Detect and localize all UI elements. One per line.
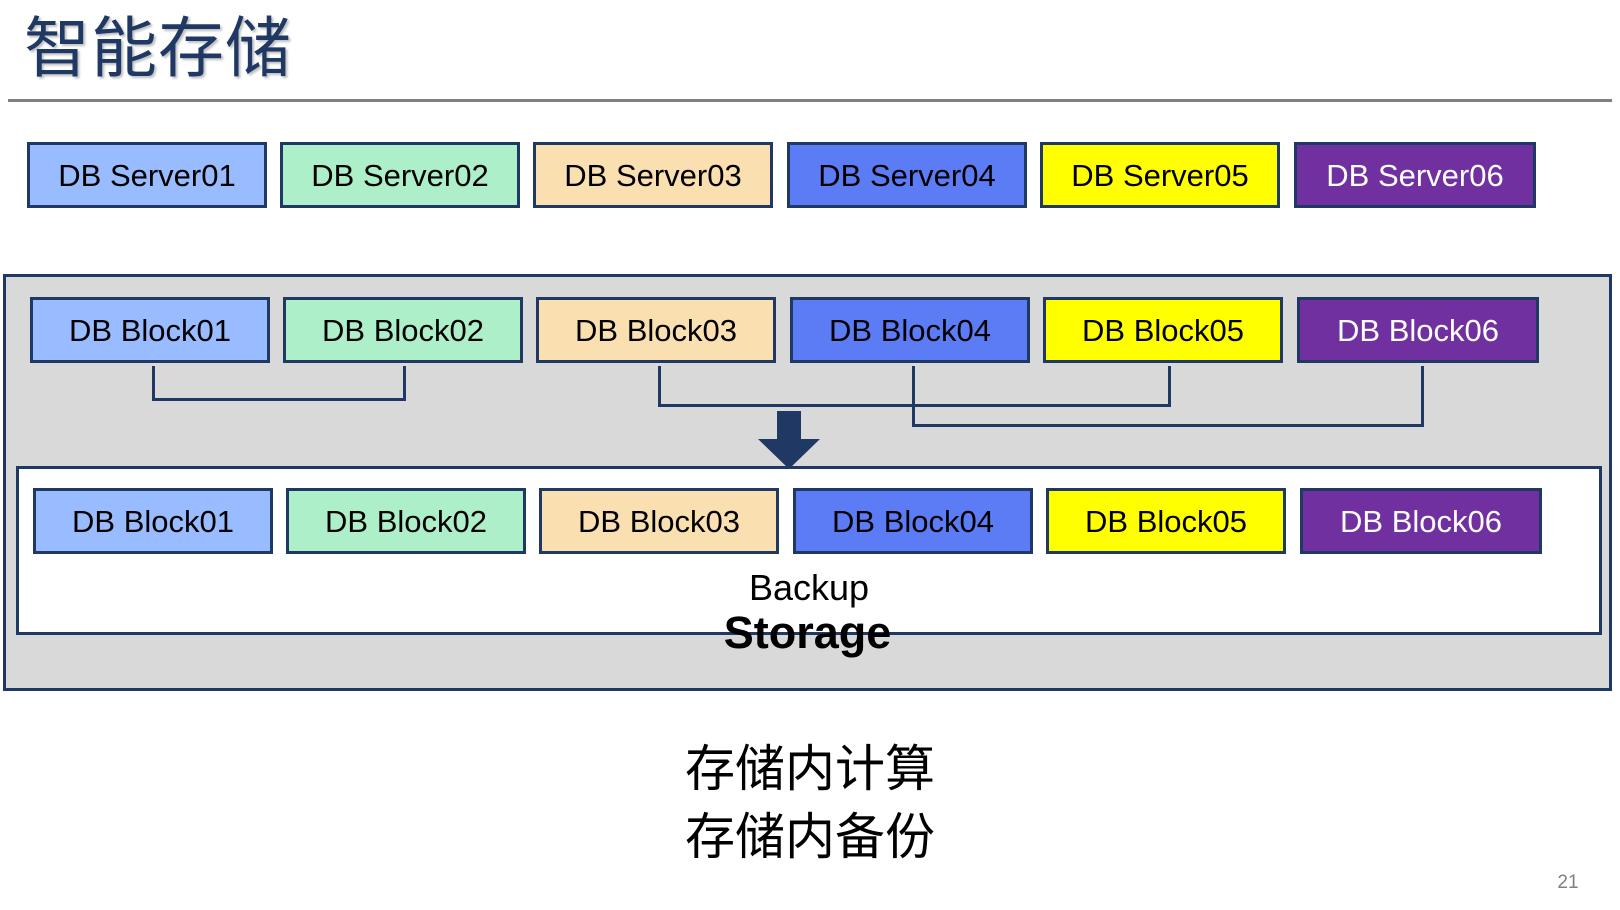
backup-db-block-box-1[interactable]: DB Block01 xyxy=(33,488,273,554)
backup-db-block-box-2[interactable]: DB Block02 xyxy=(286,488,526,554)
db-block-box-label: DB Block04 xyxy=(829,312,991,348)
title-divider xyxy=(8,99,1612,102)
db-server-box-4[interactable]: DB Server04 xyxy=(787,142,1027,208)
db-server-box-label: DB Server02 xyxy=(311,157,489,193)
down-arrow-icon xyxy=(758,411,820,469)
db-block-box-label: DB Block05 xyxy=(1082,312,1244,348)
connector-block04-block06 xyxy=(912,366,1424,427)
backup-db-block-box-label: DB Block06 xyxy=(1340,503,1502,539)
backup-db-block-box-label: DB Block02 xyxy=(325,503,487,539)
db-server-box-5[interactable]: DB Server05 xyxy=(1040,142,1280,208)
db-block-box-4[interactable]: DB Block04 xyxy=(790,297,1030,363)
db-server-box-2[interactable]: DB Server02 xyxy=(280,142,520,208)
backup-db-block-box-3[interactable]: DB Block03 xyxy=(539,488,779,554)
db-block-box-1[interactable]: DB Block01 xyxy=(30,297,270,363)
db-server-box-label: DB Server04 xyxy=(818,157,996,193)
backup-label: Backup xyxy=(748,567,870,608)
db-server-box-1[interactable]: DB Server01 xyxy=(27,142,267,208)
backup-db-block-box-5[interactable]: DB Block05 xyxy=(1046,488,1286,554)
db-block-box-label: DB Block06 xyxy=(1337,312,1499,348)
db-block-box-2[interactable]: DB Block02 xyxy=(283,297,523,363)
backup-db-block-box-label: DB Block05 xyxy=(1085,503,1247,539)
backup-db-block-box-label: DB Block04 xyxy=(832,503,994,539)
backup-box: DB Block01 DB Block02 DB Block03 DB Block04… xyxy=(16,466,1602,635)
page-title: 智能存储 xyxy=(24,11,292,85)
page-number: 21 xyxy=(1557,872,1579,893)
db-block-box-3[interactable]: DB Block03 xyxy=(536,297,776,363)
db-server-box-6[interactable]: DB Server06 xyxy=(1294,142,1536,208)
storage-container: DB Block01 DB Block02 DB Block03 DB Block04… xyxy=(3,274,1612,691)
backup-db-block-box-6[interactable]: DB Block06 xyxy=(1300,488,1542,554)
backup-db-block-box-label: DB Block01 xyxy=(72,503,234,539)
db-block-box-label: DB Block01 xyxy=(69,312,231,348)
caption-block: 存储内计算存储内备份 xyxy=(0,735,1620,871)
db-server-box-label: DB Server03 xyxy=(564,157,742,193)
db-block-box-6[interactable]: DB Block06 xyxy=(1297,297,1539,363)
caption-line-2: 存储内备份 xyxy=(685,809,935,865)
db-block-box-label: DB Block02 xyxy=(322,312,484,348)
db-server-box-label: DB Server06 xyxy=(1326,157,1504,193)
storage-label: Storage xyxy=(723,607,892,658)
backup-db-block-box-4[interactable]: DB Block04 xyxy=(793,488,1033,554)
connector-block01-block02 xyxy=(152,366,406,401)
db-server-box-label: DB Server01 xyxy=(58,157,236,193)
db-block-box-5[interactable]: DB Block05 xyxy=(1043,297,1283,363)
caption-line-1: 存储内计算 xyxy=(685,741,935,797)
db-server-box-3[interactable]: DB Server03 xyxy=(533,142,773,208)
db-block-box-label: DB Block03 xyxy=(575,312,737,348)
db-server-box-label: DB Server05 xyxy=(1071,157,1249,193)
backup-db-block-box-label: DB Block03 xyxy=(578,503,740,539)
